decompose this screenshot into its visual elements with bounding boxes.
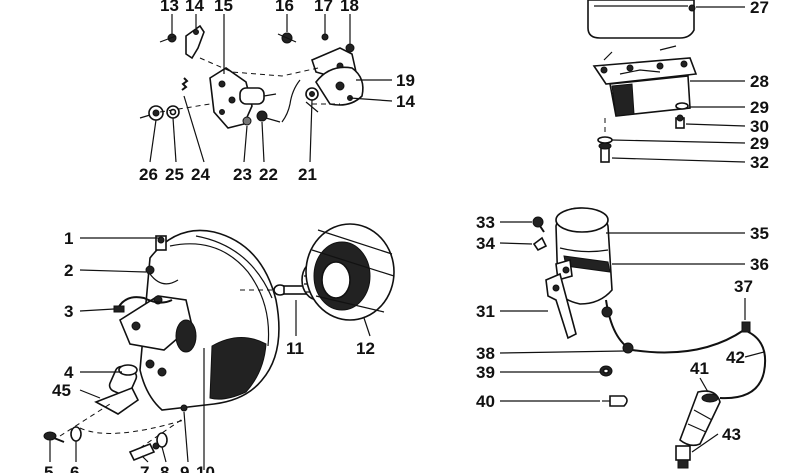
callout-34: 34: [476, 234, 495, 253]
callout-25: 25: [165, 165, 184, 184]
callout-26: 26: [139, 165, 158, 184]
callout-10: 10: [196, 463, 215, 473]
regulator-body-28: [592, 45, 698, 117]
bolt-32: [598, 142, 612, 163]
callout-22: 22: [259, 165, 278, 184]
callout-45: 45: [52, 381, 71, 400]
callout-labels: 13 14 15 16 17 18 19 14 21 22 23 24 25 2…: [44, 0, 769, 473]
callout-4: 4: [64, 363, 74, 382]
brush-holder: [119, 295, 197, 377]
connector-40: [602, 395, 628, 407]
mounting-bracket-31: [545, 272, 577, 340]
washer-25: [166, 105, 180, 119]
clip-9: [180, 404, 188, 412]
contact-arm-14: [185, 24, 205, 60]
screw-30: [675, 114, 685, 129]
plug-cap-terminal-43: [675, 445, 691, 469]
callout-14-lower: 14: [396, 92, 415, 111]
screw-22: [256, 110, 281, 123]
callout-42: 42: [726, 348, 745, 367]
washer-23: [242, 116, 252, 126]
callout-11: 11: [286, 339, 304, 358]
nut-39: [599, 365, 613, 377]
callout-3: 3: [64, 302, 73, 321]
callout-32: 32: [750, 153, 769, 172]
leaders-top-right: [611, 6, 746, 163]
breaker-plate-group: [139, 24, 364, 129]
terminal-2: [145, 265, 179, 285]
clip-34: [532, 236, 548, 252]
callout-29: 29: [750, 98, 769, 117]
callout-2: 2: [64, 261, 73, 280]
callout-14: 14: [185, 0, 204, 15]
callout-12: 12: [356, 339, 375, 358]
screw-7: [128, 442, 160, 462]
callout-33: 33: [476, 213, 495, 232]
callout-36: 36: [750, 255, 769, 274]
generator-group: [43, 223, 395, 470]
screw-33: [532, 216, 545, 233]
breaker-disc-19: [315, 66, 364, 106]
washer-29b: [597, 136, 613, 144]
callout-5: 5: [44, 463, 53, 473]
callout-30: 30: [750, 117, 769, 136]
breaker-plate-15: [209, 67, 277, 129]
callout-39: 39: [476, 363, 495, 382]
ignition-coil-group: [532, 207, 766, 469]
screw-13: [159, 33, 177, 43]
callout-31: 31: [476, 302, 495, 321]
generator-housing: [139, 229, 280, 411]
washer-29a: [675, 102, 689, 110]
washer-6: [70, 426, 82, 442]
screw-16: [277, 32, 297, 44]
callout-37: 37: [734, 277, 753, 296]
callout-23: 23: [233, 165, 252, 184]
callout-27: 27: [750, 0, 769, 17]
regulator-group: [587, 0, 698, 163]
bracket-45: [94, 386, 140, 415]
callout-29-lower: 29: [750, 134, 769, 153]
callout-13: 13: [160, 0, 179, 15]
callout-17: 17: [314, 0, 333, 15]
leaders-top-left: [149, 14, 393, 163]
ht-lead-37: [601, 299, 766, 400]
leaders-bottom-right: [499, 221, 765, 453]
callout-40: 40: [476, 392, 495, 411]
plug-cap-41: [679, 390, 721, 447]
callout-15: 15: [214, 0, 233, 15]
callout-1: 1: [64, 229, 73, 248]
spring-24: [181, 77, 189, 91]
callout-19: 19: [396, 71, 415, 90]
callout-7: 7: [140, 463, 149, 473]
callout-38: 38: [476, 344, 495, 363]
callout-28: 28: [750, 72, 769, 91]
callout-18: 18: [340, 0, 359, 15]
leaders-bottom-left: [49, 237, 371, 463]
screw-5: [43, 431, 65, 443]
washer-26: [139, 105, 164, 121]
armature-12: [305, 223, 395, 321]
callout-35: 35: [750, 224, 769, 243]
callout-24: 24: [191, 165, 210, 184]
callout-16: 16: [275, 0, 294, 15]
callout-41: 41: [690, 359, 709, 378]
regulator-cover-27: [587, 0, 696, 39]
coil-body-35: [555, 207, 613, 305]
callout-8: 8: [160, 463, 169, 473]
callout-43: 43: [722, 425, 741, 444]
callout-21: 21: [298, 165, 317, 184]
callout-6: 6: [70, 463, 79, 473]
callout-9: 9: [180, 463, 189, 473]
